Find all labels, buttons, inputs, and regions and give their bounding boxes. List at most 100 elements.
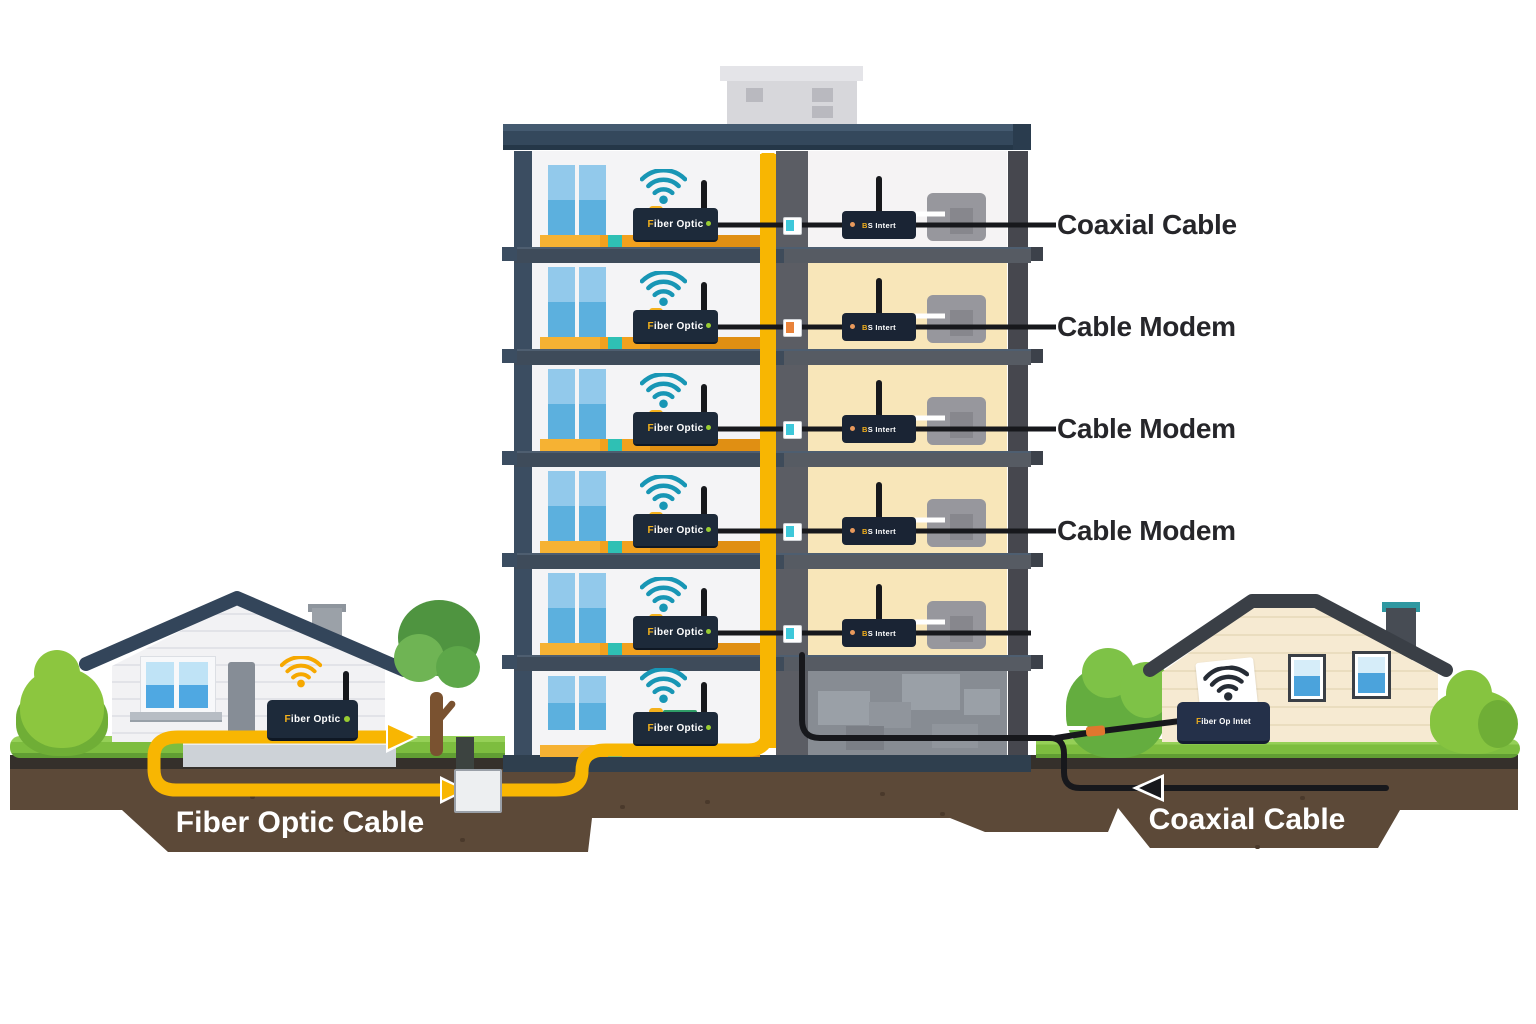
label-coaxial-cable-underground: Coaxial Cable xyxy=(1148,803,1346,836)
building-roof-band xyxy=(503,124,1031,150)
slab-tab-right xyxy=(1031,349,1043,363)
callout-cable-modem-3: Cable Modem xyxy=(1057,515,1236,546)
shelf-teal-block xyxy=(608,337,622,349)
cable-modem: BS Intert xyxy=(842,313,916,341)
penthouse-roof-cap xyxy=(720,66,863,81)
apartment-window xyxy=(548,676,606,730)
modem-led xyxy=(850,324,855,329)
fiber-router: Fiber Optic xyxy=(633,514,718,548)
wifi-icon xyxy=(640,169,687,207)
callout-coaxial-cable: Coaxial Cable xyxy=(1057,209,1237,240)
wall-connector xyxy=(783,319,802,337)
tv-box xyxy=(927,397,986,445)
cable-modem-label: BS Intert xyxy=(862,628,896,638)
slab-tab-right xyxy=(1031,553,1043,567)
right-house-modem-label: Fiber Op Intet xyxy=(1196,717,1251,726)
bush-right-house-right-shade xyxy=(1478,700,1518,748)
modem-antenna-icon xyxy=(876,176,882,212)
fiber-router-label: Fiber Optic xyxy=(647,722,704,734)
bush-left-top xyxy=(34,650,80,696)
router-antenna-icon xyxy=(701,384,707,414)
fiber-router-label: Fiber Optic xyxy=(647,422,704,434)
penthouse-window xyxy=(812,88,833,102)
wall-connector xyxy=(783,625,802,643)
slab-tab-left xyxy=(502,553,517,567)
slab-tab-left xyxy=(502,451,517,465)
fiber-router: Fiber Optic xyxy=(633,712,718,746)
slab-tab-left xyxy=(502,655,517,669)
coax-riser-underground xyxy=(799,652,1389,791)
modem-led xyxy=(850,222,855,227)
router-antenna-icon xyxy=(701,180,707,210)
left-house-router: Fiber Optic xyxy=(267,700,358,741)
cable-modem-label: BS Intert xyxy=(862,526,896,536)
wall-connector xyxy=(783,217,802,235)
cable-modem-label: BS Intert xyxy=(862,322,896,332)
left-house-window xyxy=(140,656,216,716)
wall-connector xyxy=(783,523,802,541)
slab-tab-left xyxy=(502,349,517,363)
decor-yellow xyxy=(649,708,663,715)
right-house-chimney-cap xyxy=(1382,602,1420,612)
fiber-router-label: Fiber Optic xyxy=(647,218,704,230)
wifi-icon xyxy=(640,668,687,706)
apartment-window xyxy=(548,573,606,643)
router-antenna-icon xyxy=(701,588,707,618)
cable-modem: BS Intert xyxy=(842,211,916,239)
penthouse xyxy=(727,81,857,124)
basement-brick xyxy=(964,689,1000,715)
right-house-window-1 xyxy=(1288,654,1326,702)
fiber-junction-box xyxy=(454,769,502,813)
modem-led xyxy=(850,630,855,635)
wifi-icon xyxy=(640,373,687,411)
fiber-router: Fiber Optic xyxy=(633,412,718,446)
building-base-slab xyxy=(503,755,1031,772)
modem-antenna-icon xyxy=(876,278,882,314)
left-house-door xyxy=(228,662,255,740)
arrow-right-icon xyxy=(388,725,414,749)
shelf-teal-block xyxy=(608,235,622,247)
building-roof-edge xyxy=(1013,124,1031,150)
grass-right xyxy=(1036,739,1520,758)
router-led xyxy=(706,323,711,328)
arrow-left-icon xyxy=(1139,778,1161,798)
wifi-icon xyxy=(1202,664,1252,707)
slab-tab-left xyxy=(502,247,517,261)
slab-tab-right xyxy=(1031,655,1043,669)
tree-canopy-light xyxy=(394,634,444,682)
router-antenna-icon xyxy=(701,486,707,516)
label-fiber-optic-cable: Fiber Optic Cable xyxy=(175,806,425,839)
right-house-window-2 xyxy=(1352,651,1391,699)
basement-brick xyxy=(818,691,870,725)
fiber-router: Fiber Optic xyxy=(633,616,718,650)
modem-antenna-icon xyxy=(876,482,882,518)
callout-cable-modem-1: Cable Modem xyxy=(1057,311,1236,342)
wifi-icon xyxy=(280,656,322,690)
router-led xyxy=(706,629,711,634)
router-led xyxy=(344,716,350,722)
apartment-window xyxy=(548,369,606,439)
coax-highlight xyxy=(1036,726,1088,730)
cable-modem-label: BS Intert xyxy=(862,424,896,434)
modem-led xyxy=(850,426,855,431)
cable-modem-label: BS Intert xyxy=(862,220,896,230)
tree-canopy-small xyxy=(436,646,480,688)
penthouse-window xyxy=(812,106,833,118)
modem-led xyxy=(850,528,855,533)
apartment-window xyxy=(548,471,606,541)
modem-antenna-icon xyxy=(876,380,882,416)
fiber-router: Fiber Optic xyxy=(633,208,718,242)
shelf-teal-block xyxy=(608,643,622,655)
callout-cable-modem-2: Cable Modem xyxy=(1057,413,1236,444)
underground-conduit xyxy=(456,737,474,773)
wifi-icon xyxy=(640,271,687,309)
wall-connector xyxy=(783,421,802,439)
router-led xyxy=(706,527,711,532)
fiber-cable-underground xyxy=(147,730,442,797)
left-house-window-sill xyxy=(130,712,222,722)
cable-modem: BS Intert xyxy=(842,619,916,647)
router-antenna-icon xyxy=(701,282,707,312)
slab-tab-right xyxy=(1031,451,1043,465)
